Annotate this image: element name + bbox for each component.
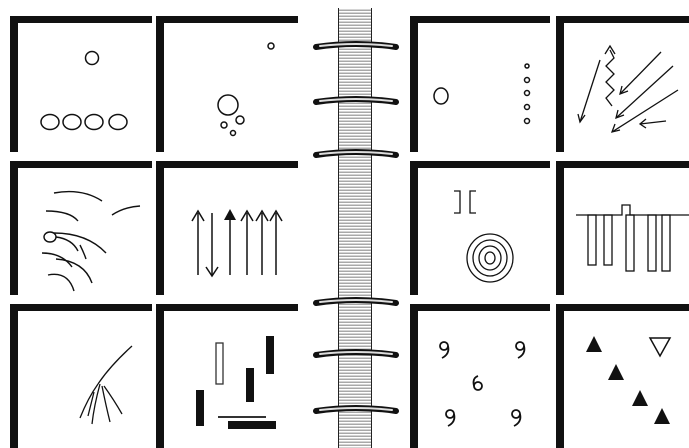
- card-scattered-circles: [156, 16, 298, 152]
- card-circle-and-dots: [410, 16, 550, 152]
- card-bars: [556, 161, 689, 295]
- scattered-circles-icon: [158, 18, 298, 152]
- binder-ring-2: [310, 93, 402, 111]
- converging-arrows-icon: [558, 18, 689, 152]
- vertical-arrows-icon: [158, 163, 298, 295]
- binder-ring-4: [310, 294, 402, 312]
- card-spiral: [410, 161, 550, 295]
- card-nines: [410, 304, 550, 448]
- card-vertical-bars: [156, 304, 298, 448]
- card-vertical-arrows: [156, 161, 298, 295]
- binder-spine: [338, 8, 372, 448]
- binder-ring-3: [310, 146, 402, 164]
- binder-ring-5: [310, 346, 402, 364]
- curved-lines-icon: [12, 163, 152, 295]
- bars-icon: [558, 163, 689, 295]
- card-circles: [10, 16, 152, 152]
- spiral-icon: [412, 163, 550, 295]
- triangles-icon: [558, 306, 689, 448]
- card-converging-arrows: [556, 16, 689, 152]
- card-fan-lines: [10, 304, 152, 448]
- circles-icon: [12, 18, 152, 152]
- card-curved-lines: [10, 161, 152, 295]
- nines-icon: [412, 306, 550, 448]
- binder-ring-1: [310, 38, 402, 56]
- binder-ring-6: [310, 402, 402, 420]
- fan-lines-icon: [12, 306, 152, 448]
- card-triangles: [556, 304, 689, 448]
- vertical-bars-icon: [158, 306, 298, 448]
- circle-and-dots-icon: [412, 18, 550, 152]
